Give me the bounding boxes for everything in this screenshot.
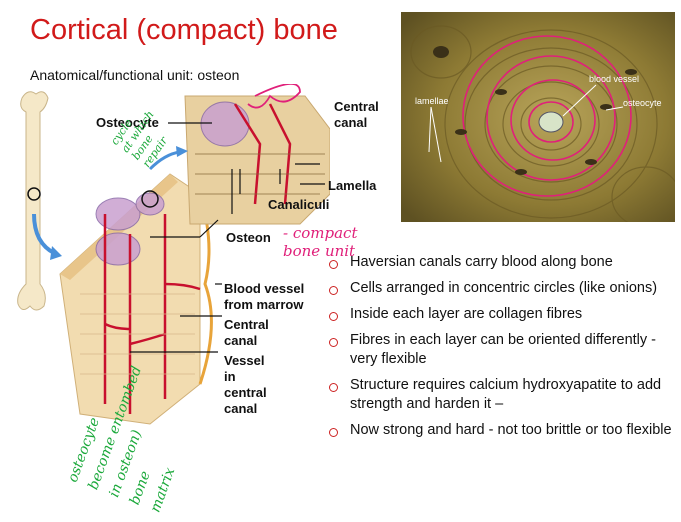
label-central-canal-bottom: Central canal	[224, 317, 269, 348]
slide-title: Cortical (compact) bone	[30, 14, 338, 46]
label-osteon: Osteon	[226, 230, 271, 245]
label-lamella: Lamella	[328, 178, 377, 193]
micrograph-label-blood-vessel: blood vessel	[589, 74, 640, 84]
bullet-list: Haversian canals carry blood along bone …	[326, 253, 676, 447]
bullet-item: Fibres in each layer can be oriented dif…	[326, 331, 676, 369]
circle-bullet-icon	[329, 286, 338, 295]
bullet-item: Now strong and hard - not too brittle or…	[326, 421, 676, 440]
bullet-item: Cells arranged in concentric circles (li…	[326, 279, 676, 298]
osteon-zoom-block	[184, 95, 330, 225]
circle-bullet-icon	[329, 428, 338, 437]
label-blood-vessel: Blood vessel from marrow	[224, 281, 305, 312]
label-central-canal-top: Central canal	[334, 99, 379, 130]
label-osteocyte: Osteocyte	[96, 115, 159, 130]
bullet-item: Haversian canals carry blood along bone	[326, 253, 676, 272]
circle-bullet-icon	[329, 260, 338, 269]
micrograph-label-lamellae: lamellae	[415, 96, 449, 106]
bullet-item: Structure requires calcium hydroxyapatit…	[326, 376, 676, 414]
circle-bullet-icon	[329, 383, 338, 392]
micrograph-image	[401, 12, 681, 228]
circle-bullet-icon	[329, 338, 338, 347]
label-canaliculi: Canaliculi	[268, 197, 330, 212]
label-vessel-central-canal: Vessel in central canal	[224, 353, 267, 416]
bone-diagram	[17, 84, 330, 425]
circle-bullet-icon	[329, 312, 338, 321]
long-bone-illustration	[17, 91, 49, 311]
slide-subtitle: Anatomical/functional unit: osteon	[30, 67, 240, 83]
micrograph-label-osteocyte: osteocyte	[623, 98, 662, 108]
bullet-item: Inside each layer are collagen fibres	[326, 305, 676, 324]
handwritten-compact-bone-unit: - compact bone unit	[283, 224, 358, 260]
osteon-micrograph: lamellae blood vessel osteocyte	[401, 12, 681, 228]
